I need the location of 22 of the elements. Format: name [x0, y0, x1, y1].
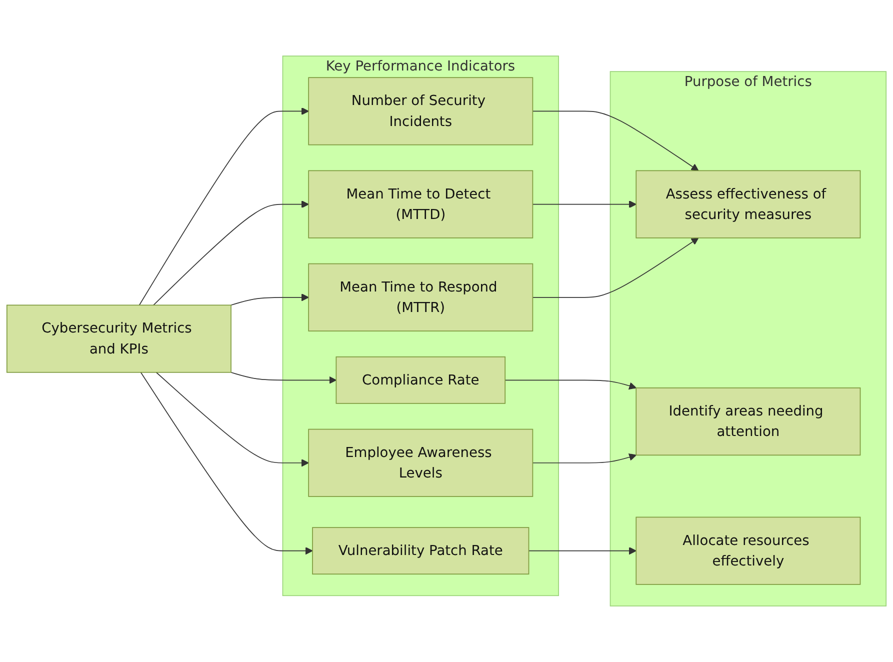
arrow: [156, 372, 309, 467]
node-box: Vulnerability Patch Rate: [312, 527, 530, 574]
node-box: Number of Security Incidents: [308, 77, 534, 146]
arrow: [528, 547, 636, 555]
arrow: [532, 110, 699, 172]
arrow: [230, 372, 337, 384]
node-box: Assess effectiveness of security measures: [636, 170, 861, 238]
node-box: Mean Time to Detect (MTTD): [308, 170, 534, 238]
arrow: [140, 372, 313, 555]
node-box: Allocate resources effectively: [636, 516, 861, 585]
arrow: [230, 294, 309, 306]
arrow: [138, 107, 309, 306]
node-box: Cybersecurity Metrics and KPIs: [6, 304, 232, 373]
node-box: Employee Awareness Levels: [308, 428, 534, 497]
node-box: Compliance Rate: [336, 356, 506, 404]
arrow: [504, 380, 636, 390]
arrow: [153, 200, 309, 306]
arrow: [532, 200, 636, 208]
node-box: Mean Time to Respond (MTTR): [308, 263, 534, 332]
arrow: [532, 453, 636, 464]
node-box: Identify areas needing attention: [636, 387, 861, 456]
arrow: [532, 238, 699, 298]
